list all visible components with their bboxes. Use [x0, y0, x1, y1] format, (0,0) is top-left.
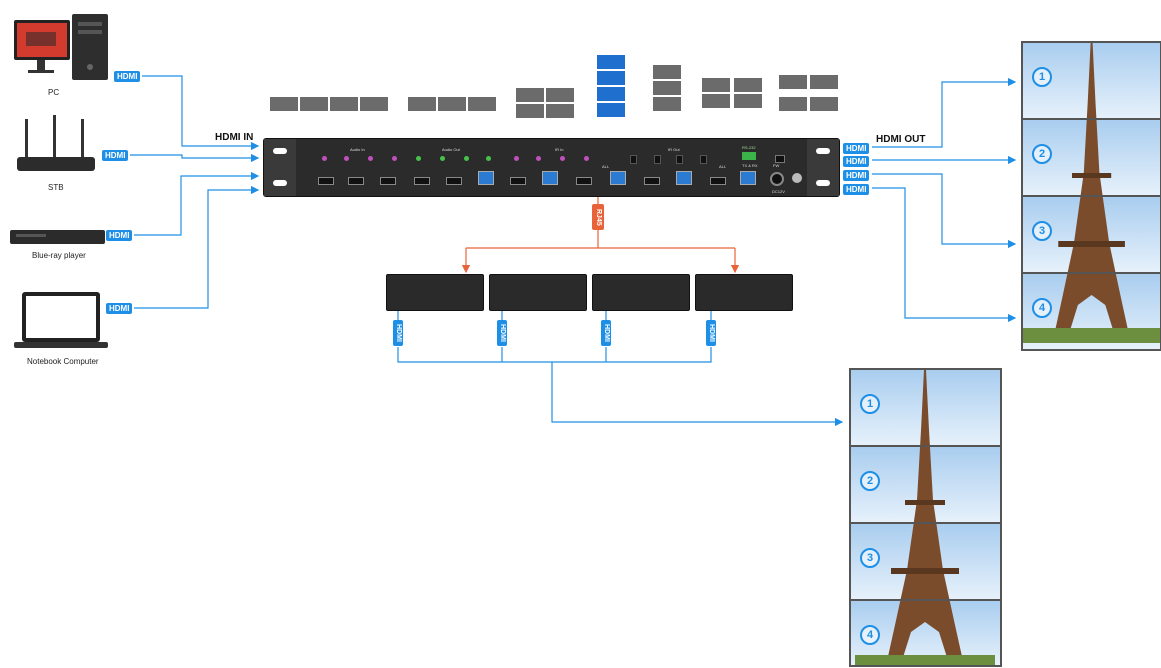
screen-number: 3	[860, 548, 880, 568]
power-label: DC12V	[772, 189, 785, 194]
hdmi-tag-out-3: HDMI	[843, 170, 870, 181]
remote-screen-3: 3	[849, 522, 1002, 601]
hdmi-in-header: HDMI IN	[215, 132, 254, 143]
hdmi-tag-receiver-2: HDMI	[497, 320, 507, 346]
source-label-bluray: Blue-ray player	[32, 251, 86, 260]
notebook-device	[12, 290, 112, 352]
rack-ear-left	[264, 139, 296, 196]
ir-in-all-label: ALL	[602, 164, 610, 169]
local-screen-1: 1	[1021, 41, 1161, 120]
rack-ear-right	[807, 139, 839, 196]
audio-in-label: Audio In	[350, 147, 365, 152]
pc-device	[12, 12, 112, 82]
audio-out-label: Audio Out	[442, 147, 460, 152]
remote-screen-2: 2	[849, 445, 1002, 524]
hdmi-tag-out-2: HDMI	[843, 156, 870, 167]
local-screen-2: 2	[1021, 118, 1161, 197]
link-stb	[130, 153, 260, 163]
remote-screen-4: 4	[849, 599, 1002, 667]
matrix-switcher: Audio In Audio Out IR In IR Out RS-232 T…	[263, 138, 840, 197]
local-screen-4: 4	[1021, 272, 1161, 351]
bluray-device	[10, 226, 105, 246]
hdmi-out-header: HDMI OUT	[876, 134, 926, 145]
rs232-sub-label: TX & RX	[742, 163, 758, 168]
hdmi-tag-receiver-1: HDMI	[393, 320, 403, 346]
remote-screen-1: 1	[849, 368, 1002, 447]
link-bluray	[134, 171, 260, 236]
ir-in-label: IR In	[555, 147, 564, 152]
hdmi-tag-receiver-4: HDMI	[706, 320, 716, 346]
screen-number: 4	[1032, 298, 1052, 318]
fw-label: FW	[773, 163, 780, 168]
screen-number: 3	[1032, 221, 1052, 241]
link-pc	[142, 75, 260, 151]
link-receivers-bus	[397, 347, 712, 363]
hdmi-tag-bluray: HDMI	[106, 230, 133, 241]
ir-out-label: IR Out	[668, 147, 680, 152]
link-remote-wall	[551, 362, 844, 427]
receiver-2	[489, 274, 587, 311]
source-label-notebook: Notebook Computer	[27, 357, 99, 366]
ir-out-all-label: ALL	[719, 164, 727, 169]
link-notebook	[134, 185, 260, 309]
receiver-4	[695, 274, 793, 311]
hdmi-tag-stb: HDMI	[102, 150, 129, 161]
hdmi-tag-out-1: HDMI	[843, 143, 870, 154]
screen-number: 1	[860, 394, 880, 414]
screen-number: 4	[860, 625, 880, 645]
screen-number: 2	[1032, 144, 1052, 164]
hdmi-tag-notebook: HDMI	[106, 303, 133, 314]
hdmi-tag-out-4: HDMI	[843, 184, 870, 195]
link-rj45-bus	[466, 230, 735, 249]
receiver-3	[592, 274, 690, 311]
hdmi-tag-pc: HDMI	[114, 71, 141, 82]
screen-number: 1	[1032, 67, 1052, 87]
link-receivers-bus-mid	[501, 347, 607, 362]
stb-device	[15, 115, 100, 181]
receiver-1	[386, 274, 484, 311]
rs232-label: RS-232	[742, 145, 756, 150]
source-label-stb: STB	[48, 183, 64, 192]
screen-number: 2	[860, 471, 880, 491]
hdmi-tag-receiver-3: HDMI	[601, 320, 611, 346]
link-out-1	[872, 77, 1017, 148]
source-label-pc: PC	[48, 88, 60, 97]
link-out-3	[872, 173, 1017, 249]
link-out-4	[872, 187, 1017, 323]
rj45-tag: RJ45	[592, 204, 604, 230]
local-screen-3: 3	[1021, 195, 1161, 274]
